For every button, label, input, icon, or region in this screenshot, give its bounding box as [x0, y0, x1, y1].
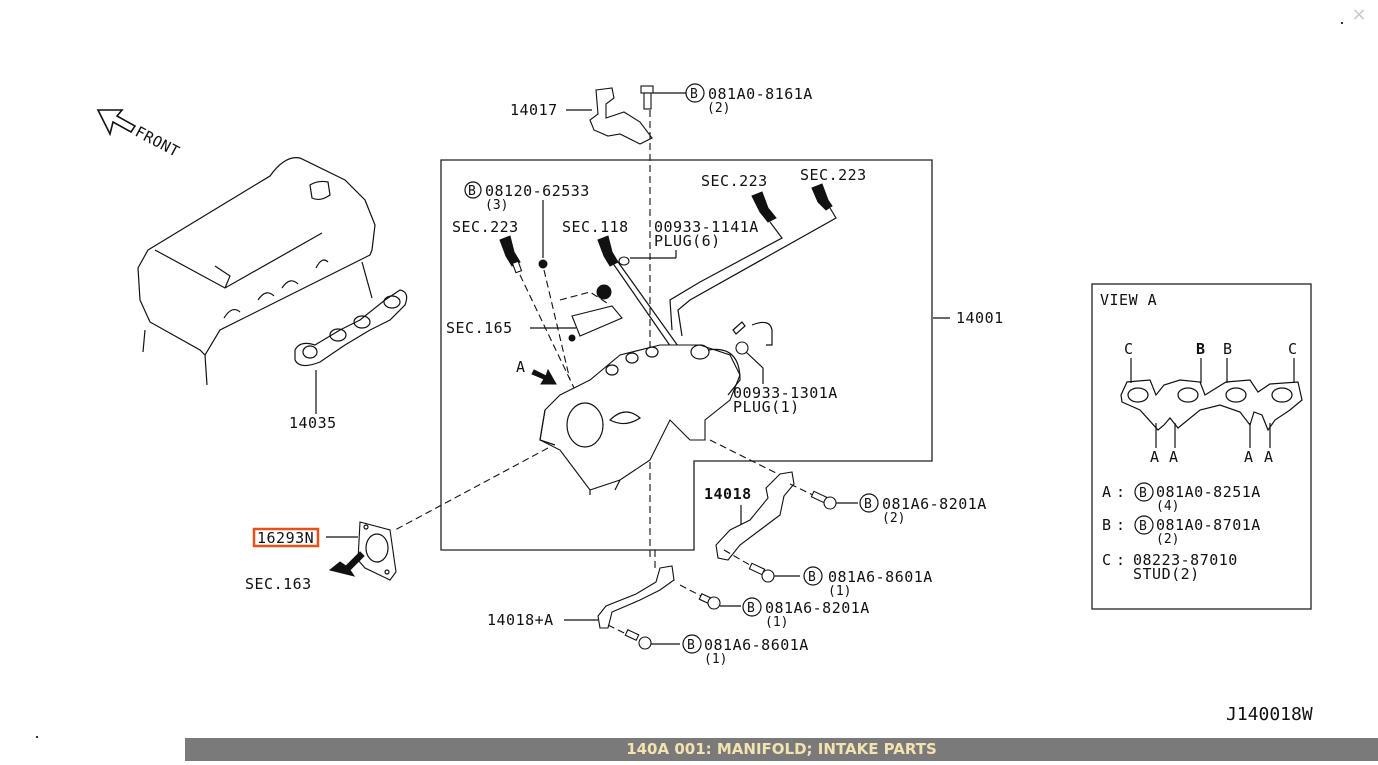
qty-bolt-081A6-8601A-1b: (1) — [704, 652, 727, 667]
legend-b-key: B — [1102, 516, 1112, 534]
svg-text:B: B — [1139, 486, 1147, 501]
view-a-label-c-right: C — [1288, 340, 1298, 358]
svg-text:B: B — [468, 184, 476, 199]
circle-b-icon — [1134, 482, 1154, 502]
ref-sec-223-left[interactable]: SEC.223 — [452, 218, 519, 236]
engine-cylinder-head — [137, 157, 376, 386]
circle-b-icon — [742, 597, 762, 617]
svg-text:B: B — [864, 497, 872, 512]
legend-c-qty: STUD(2) — [1133, 565, 1200, 583]
arrow-icon — [751, 191, 777, 223]
callout-14018[interactable]: 14018 — [704, 485, 752, 503]
arrow-icon — [499, 235, 521, 267]
bolt-icon — [748, 562, 775, 583]
dot-marker — [36, 736, 38, 738]
ref-sec-165[interactable]: SEC.165 — [446, 319, 513, 337]
ref-sec-223-right[interactable]: SEC.223 — [800, 166, 867, 184]
front-arrow-icon — [96, 109, 137, 137]
svg-text::: : — [1116, 483, 1126, 501]
bolt-icon — [624, 629, 652, 650]
view-a-arrow-label: A — [516, 358, 526, 376]
ref-sec-223-middle[interactable]: SEC.223 — [701, 172, 768, 190]
callout-14035[interactable]: 14035 — [289, 414, 337, 432]
svg-text::: : — [1116, 516, 1126, 534]
legend-a-part[interactable]: 081A0-8251A — [1156, 483, 1261, 501]
bracket-14018-a — [597, 565, 675, 629]
callout-bolt-08120-62533[interactable]: 08120-62533 — [485, 182, 590, 200]
callout-bolt-081A6-8601A-1a[interactable]: 081A6-8601A — [828, 568, 933, 586]
bolt-icon — [640, 85, 654, 110]
callout-14018-a[interactable]: 14018+A — [487, 611, 554, 629]
bracket-14018 — [715, 471, 795, 561]
callout-plug-00933-1141A[interactable]: 00933-1141A — [654, 218, 759, 236]
diagram-code: J140018W — [1226, 704, 1313, 725]
view-a-title: VIEW A — [1100, 291, 1157, 309]
legend-c-key: C — [1102, 551, 1112, 569]
callout-bolt-081A0-8161A[interactable]: 081A0-8161A — [708, 85, 813, 103]
view-a-label-a4: A — [1264, 448, 1274, 466]
qty-bolt-081A6-8201A-2: (2) — [882, 511, 905, 526]
circle-b-icon — [1134, 515, 1154, 535]
intake-manifold-14001 — [539, 344, 741, 495]
callout-plug-00933-1301A[interactable]: 00933-1301A — [733, 384, 838, 402]
svg-text:B: B — [1139, 519, 1147, 534]
callout-bolt-081A6-8201A-1[interactable]: 081A6-8201A — [765, 599, 870, 617]
svg-text::: : — [1116, 551, 1126, 569]
plug-1-desc: PLUG(1) — [733, 398, 800, 416]
callout-bolt-081A6-8601A-1b[interactable]: 081A6-8601A — [704, 636, 809, 654]
plug-6-desc: PLUG(6) — [654, 232, 721, 250]
bracket-14017 — [589, 87, 653, 145]
circle-b-icon — [859, 493, 879, 513]
bolt-icon — [810, 490, 837, 510]
circle-b-icon — [464, 181, 482, 199]
circle-b-icon — [803, 566, 823, 586]
circle-b-icon — [685, 83, 705, 103]
view-a-label-a2: A — [1169, 448, 1179, 466]
view-a-label-c-left: C — [1124, 340, 1134, 358]
legend-a-key: A — [1102, 483, 1112, 501]
assembly-frame-14001 — [440, 159, 933, 551]
circle-b-text: B — [690, 87, 698, 102]
svg-text:B: B — [747, 601, 755, 616]
svg-text:B: B — [808, 570, 816, 585]
callout-bolt-081A6-8201A-2[interactable]: 081A6-8201A — [882, 495, 987, 513]
bolt-icon — [698, 593, 721, 610]
throttle-sensor-part — [568, 284, 623, 342]
callout-16293n[interactable]: 16293N — [257, 529, 314, 547]
view-a-arrow-icon — [531, 368, 557, 385]
arrow-icon — [597, 235, 619, 267]
legend-c-part[interactable]: 08223-87010 — [1133, 551, 1238, 569]
arrow-icon — [811, 183, 833, 211]
footer-title-bar: 140A 001: MANIFOLD; INTAKE PARTS — [185, 738, 1378, 761]
selected-highlight — [252, 527, 320, 548]
close-button[interactable]: × — [1351, 4, 1367, 25]
view-a-label-a3: A — [1244, 448, 1254, 466]
view-a-panel — [1091, 283, 1312, 610]
legend-b-qty: (2) — [1156, 532, 1179, 547]
front-label: FRONT — [132, 123, 183, 161]
circle-b-icon — [682, 634, 702, 654]
legend-a-qty: (4) — [1156, 499, 1179, 514]
qty-bolt-081A6-8601A-1a: (1) — [828, 584, 851, 599]
callout-14001[interactable]: 14001 — [956, 309, 1004, 327]
ref-sec-118[interactable]: SEC.118 — [562, 218, 629, 236]
throttle-gasket-16293n — [357, 521, 397, 581]
view-a-label-a1: A — [1150, 448, 1160, 466]
qty-bolt-081A0-8161A: (2) — [707, 101, 730, 116]
svg-text:B: B — [687, 638, 695, 653]
ref-sec-163[interactable]: SEC.163 — [245, 575, 312, 593]
qty-bolt-08120-62533: (3) — [485, 198, 508, 213]
legend-b-part[interactable]: 081A0-8701A — [1156, 516, 1261, 534]
arrow-icon — [328, 551, 365, 577]
view-a-label-b-right: B — [1223, 340, 1233, 358]
dot-marker — [1341, 22, 1343, 24]
view-a-label-b-left: B — [1196, 340, 1206, 358]
callout-14017[interactable]: 14017 — [510, 101, 558, 119]
intake-manifold-gasket-14035 — [294, 289, 408, 414]
qty-bolt-081A6-8201A-1: (1) — [765, 615, 788, 630]
view-a-gasket — [1120, 358, 1303, 448]
